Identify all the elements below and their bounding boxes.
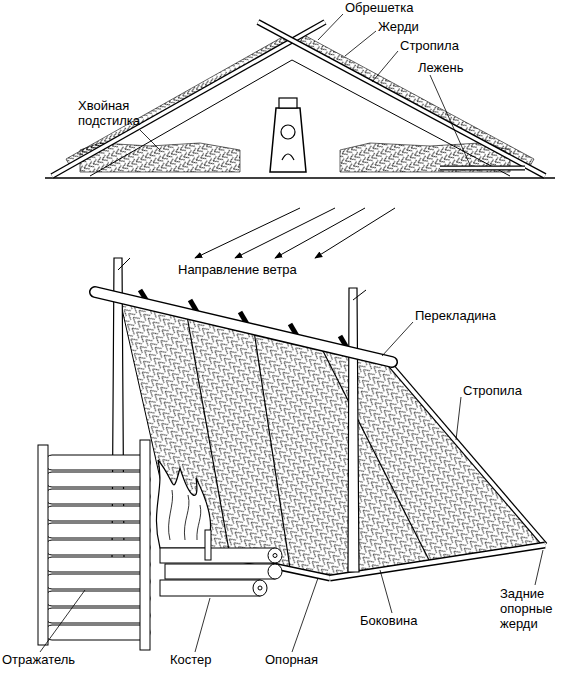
log [45,489,150,504]
part-label: Направление ветра [178,262,297,277]
side-log [330,545,545,578]
part-label: Стропила [400,38,459,53]
leader-line [292,578,318,652]
part-label: Стропила [463,383,522,398]
part-label: Жерди [378,19,419,34]
part-label: Опорная [265,652,318,667]
leader-line [456,397,461,440]
wind-arrow [315,208,395,258]
leader-line [195,598,210,652]
leader-line [430,75,470,165]
part-label: Обрешетка [345,0,413,15]
leader-line [345,31,376,56]
stove-door [281,125,295,139]
post [348,288,359,572]
log-ring [258,586,262,590]
fire-stake [205,530,211,560]
part-label: Лежень [418,60,464,75]
part-label: Костер [170,652,212,667]
leader-line [140,130,160,150]
log [45,472,150,487]
rafter [254,331,290,568]
log [45,574,150,589]
reflector-stake [38,445,48,645]
log [45,523,150,538]
sill-log [440,167,525,170]
reflector-stake [140,440,150,650]
log [160,580,260,596]
pole [52,22,325,176]
part-label: Задние опорные жерди [500,586,578,631]
log [45,591,150,606]
crossbar [95,292,392,362]
leader-line [382,322,413,356]
pole [258,22,545,176]
log [165,564,275,579]
log [45,455,150,470]
log-end [253,580,267,596]
pole [52,22,325,176]
rafter [292,60,510,176]
log-ring [273,554,277,558]
leader-line [372,51,398,82]
sill-log [440,166,525,171]
side-log [330,545,545,578]
log [45,608,150,623]
pole [258,22,545,176]
log [45,506,150,521]
roof-boughs [120,300,545,578]
part-label: Перекладина [415,308,496,323]
leader-line [318,14,343,40]
log [160,548,275,563]
roof-thatch [300,35,534,166]
stove-top [279,98,297,108]
wind-arrow [275,208,365,258]
rafter [388,362,545,545]
log-end [268,564,282,579]
part-label: Отражатель [2,652,75,667]
rafter [321,347,430,562]
crossbar [95,292,392,362]
ground-line [45,177,555,179]
part-label: Хвойная подстилка [78,98,158,128]
reflector-logs [45,455,150,640]
leader-line [535,550,543,585]
leader-line [380,570,392,613]
log-end [268,548,282,563]
rafter [388,362,545,545]
flame [156,460,210,548]
stove-flame [282,154,294,160]
log [45,625,150,640]
log [45,540,150,555]
leader-line [40,590,85,652]
part-label: Боковина [360,613,417,628]
flame-detail [169,490,201,540]
fire-logs [160,548,282,596]
post-branch [118,258,366,300]
log [45,557,150,572]
stove [270,108,306,172]
